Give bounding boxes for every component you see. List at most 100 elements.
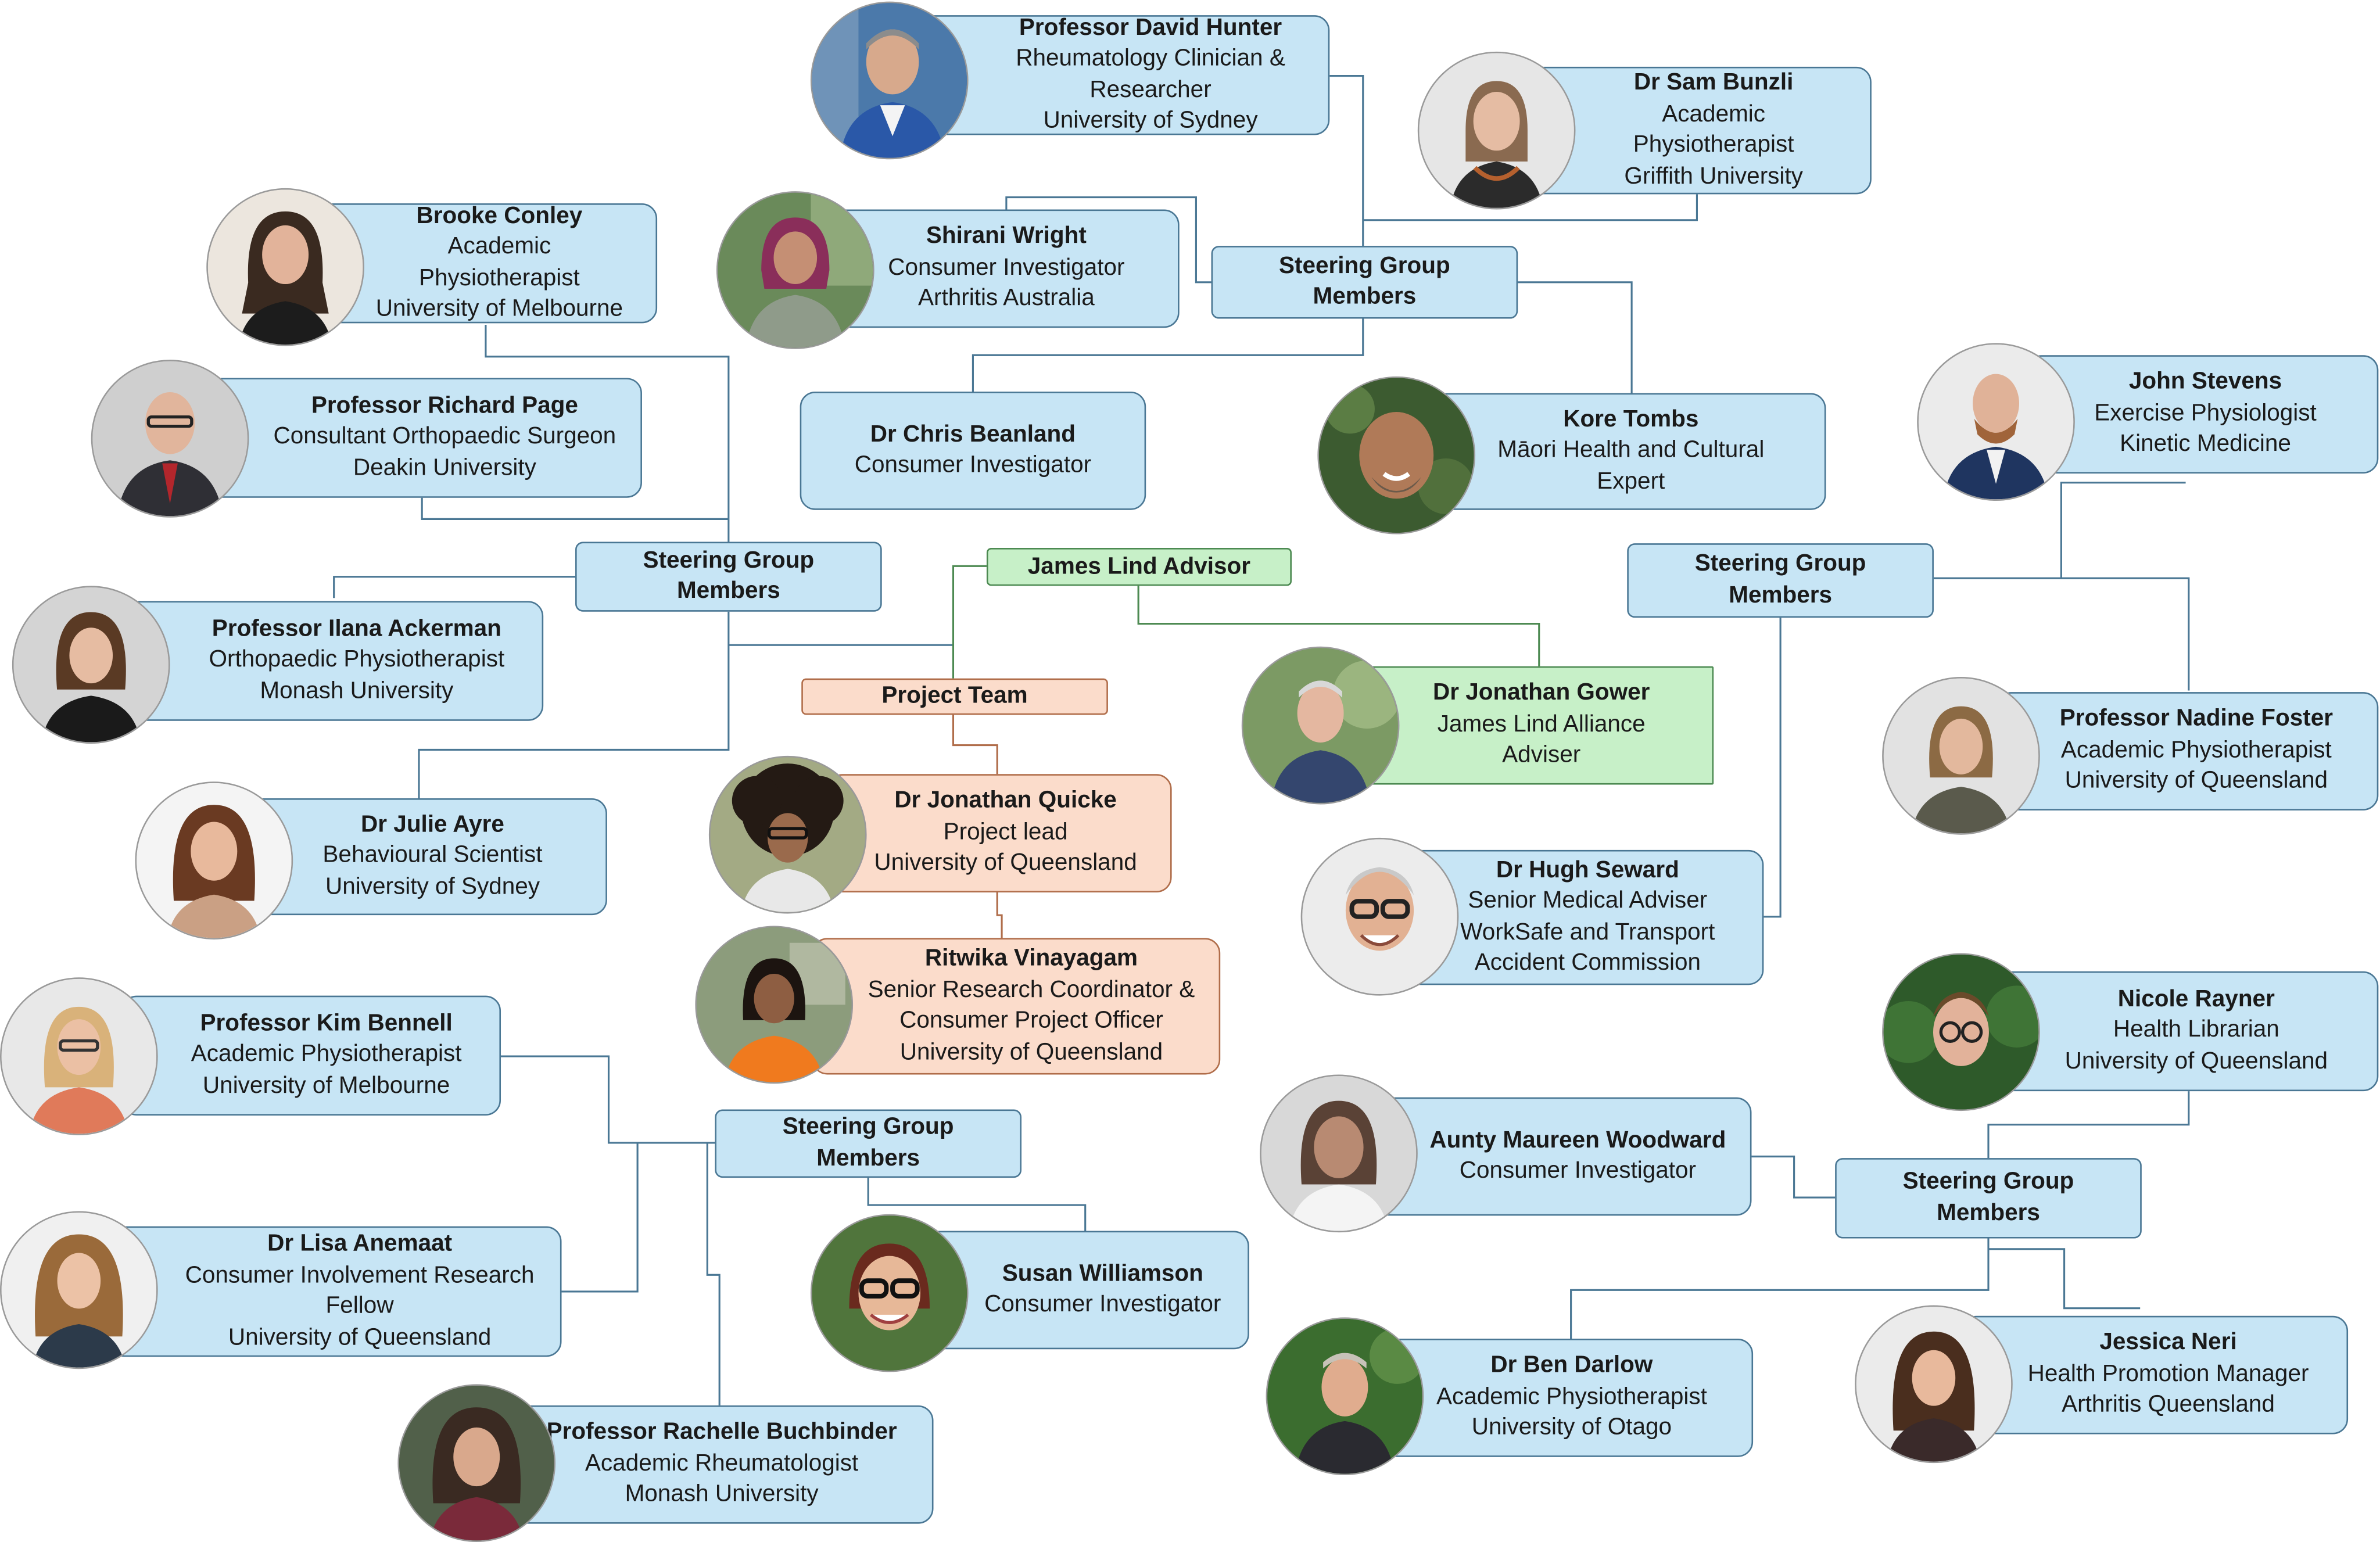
person-card-susan-williamson: Susan Williamson Consumer Investigator (919, 1231, 1249, 1350)
person-detail: Consumer Investigator (1459, 1158, 1697, 1184)
portrait-photo-icon (1317, 376, 1476, 535)
person-detail: Consultant Orthopaedic Surgeon (273, 424, 616, 450)
person-name: Dr Sam Bunzli (1633, 70, 1794, 96)
person-detail: Researcher (1089, 76, 1211, 103)
portrait-photo-icon (135, 781, 293, 939)
person-name: Kore Tombs (1563, 406, 1699, 432)
steering-group-label: Steering Group Members (1278, 252, 1450, 310)
portrait-photo-icon (810, 1, 969, 160)
portrait-photo-icon (695, 926, 854, 1084)
person-name: Dr Jonathan Gower (1432, 680, 1650, 707)
person-name: Dr Ben Darlow (1490, 1353, 1653, 1379)
person-name: Professor Rachelle Buchbinder (546, 1419, 897, 1446)
person-card-julie-ayre: Dr Julie Ayre Behavioural Scientist Univ… (246, 798, 607, 916)
steering-group-label: Steering Group Members (1902, 1168, 2074, 1226)
person-detail: Health Librarian (2113, 1017, 2279, 1043)
portrait-photo-icon (1241, 646, 1400, 805)
person-card-sam-bunzli: Dr Sam Bunzli Academic Physiotherapist G… (1525, 66, 1872, 195)
person-name: Dr Lisa Anemaat (267, 1231, 453, 1257)
steering-group-label: Steering Group Members (1694, 551, 1866, 608)
person-detail: University of Sydney (1043, 107, 1258, 134)
person-name: Dr Chris Beanland (870, 421, 1076, 447)
portrait-photo-icon (716, 191, 874, 349)
person-detail: Griffith University (1624, 163, 1803, 189)
person-card-kore-tombs: Kore Tombs Māori Health and Cultural Exp… (1426, 393, 1826, 510)
person-card-jonathan-gower: Dr Jonathan Gower James Lind Alliance Ad… (1363, 666, 1714, 785)
person-detail: Consumer Project Officer (899, 1007, 1163, 1034)
steering-group-label: Steering Group Members (782, 1114, 954, 1171)
project-team-label: Project Team (801, 678, 1108, 715)
portrait-photo-icon (91, 360, 249, 518)
person-detail: Arthritis Australia (917, 285, 1095, 312)
person-detail: Arthritis Queensland (2062, 1392, 2275, 1418)
person-card-ritwika-vinayagam: Ritwika Vinayagam Senior Research Coordi… (812, 938, 1221, 1075)
person-detail: Consumer Investigator (984, 1291, 1221, 1318)
steering-group-bottom-right: Steering Group Members (1835, 1158, 2142, 1239)
person-detail: Exercise Physiologist (2094, 400, 2317, 426)
person-card-john-stevens: John Stevens Exercise Physiologist Kinet… (2026, 355, 2379, 474)
steering-group-bottom-left: Steering Group Members (715, 1109, 1022, 1178)
person-detail: Orthopaedic Physiotherapist (209, 647, 505, 673)
person-detail: Project lead (943, 819, 1068, 845)
person-detail: Consumer Involvement Research (185, 1262, 535, 1288)
person-detail: Academic (1662, 101, 1766, 127)
person-detail: Fellow (325, 1293, 394, 1319)
person-detail: University of Otago (1471, 1415, 1672, 1441)
person-detail: Academic Rheumatologist (585, 1450, 859, 1477)
person-detail: Deakin University (353, 455, 536, 481)
portrait-photo-icon (12, 586, 170, 744)
person-card-hugh-seward: Dr Hugh Seward Senior Medical Adviser Wo… (1396, 849, 1764, 985)
person-card-jonathan-quicke: Dr Jonathan Quicke Project lead Universi… (827, 774, 1172, 892)
person-name: Dr Julie Ayre (361, 811, 504, 838)
person-detail: James Lind Alliance (1437, 711, 1646, 737)
person-detail: University of Melbourne (202, 1073, 450, 1099)
person-detail: Physiotherapist (1633, 132, 1794, 158)
person-card-nadine-foster: Professor Nadine Foster Academic Physiot… (1996, 692, 2379, 811)
person-card-kim-bennell: Professor Kim Bennell Academic Physiothe… (121, 995, 501, 1116)
person-card-david-hunter: Professor David Hunter Rheumatology Clin… (911, 14, 1330, 135)
person-detail: Academic Physiotherapist (191, 1041, 462, 1068)
person-name: Jessica Neri (2099, 1329, 2237, 1356)
person-name: Professor Ilana Ackerman (212, 615, 501, 642)
james-lind-advisor-label: James Lind Advisor (986, 548, 1292, 586)
person-card-maureen-woodward: Aunty Maureen Woodward Consumer Investig… (1374, 1097, 1752, 1216)
person-detail: Senior Research Coordinator & (868, 976, 1195, 1003)
person-name: Professor Nadine Foster (2059, 706, 2333, 732)
person-name: Professor Kim Bennell (200, 1010, 453, 1037)
person-detail: Adviser (1502, 743, 1581, 769)
person-card-brooke-conley: Brooke Conley Academic Physiotherapist U… (311, 203, 658, 324)
person-detail: Health Promotion Manager (2027, 1361, 2309, 1387)
person-name: Susan Williamson (1002, 1260, 1203, 1286)
portrait-photo-icon (1260, 1074, 1418, 1233)
person-detail: Physiotherapist (418, 264, 580, 291)
person-detail: University of Queensland (874, 850, 1137, 876)
portrait-photo-icon (1855, 1305, 2013, 1464)
person-detail: University of Queensland (899, 1039, 1163, 1065)
steering-group-right: Steering Group Members (1627, 543, 1934, 618)
portrait-photo-icon (810, 1214, 969, 1372)
person-name: John Stevens (2128, 369, 2282, 395)
portrait-photo-icon (0, 1211, 158, 1369)
portrait-photo-icon (1882, 677, 2040, 835)
steering-group-left: Steering Group Members (575, 542, 882, 612)
person-name: Nicole Rayner (2117, 986, 2275, 1012)
person-detail: University of Queensland (2064, 1048, 2328, 1074)
person-detail: Rheumatology Clinician & (1016, 45, 1285, 71)
person-detail: Academic (447, 234, 551, 260)
person-name: Professor Richard Page (311, 392, 578, 419)
portrait-photo-icon (397, 1384, 556, 1542)
person-card-jessica-neri: Jessica Neri Health Promotion Manager Ar… (1960, 1315, 2349, 1435)
person-name: Professor David Hunter (1019, 14, 1282, 41)
person-name: Dr Hugh Seward (1496, 856, 1679, 883)
person-detail: University of Queensland (228, 1324, 492, 1350)
person-detail: Monash University (625, 1482, 819, 1508)
person-detail: WorkSafe and Transport (1460, 919, 1715, 945)
portrait-photo-icon (1417, 51, 1576, 210)
person-detail: University of Melbourne (375, 296, 623, 322)
person-detail: Accident Commission (1474, 950, 1701, 976)
person-card-lisa-anemaat: Dr Lisa Anemaat Consumer Involvement Res… (109, 1226, 562, 1357)
person-card-ilana-ackerman: Professor Ilana Ackerman Orthopaedic Phy… (118, 601, 544, 721)
person-detail: Academic Physiotherapist (2060, 737, 2332, 763)
